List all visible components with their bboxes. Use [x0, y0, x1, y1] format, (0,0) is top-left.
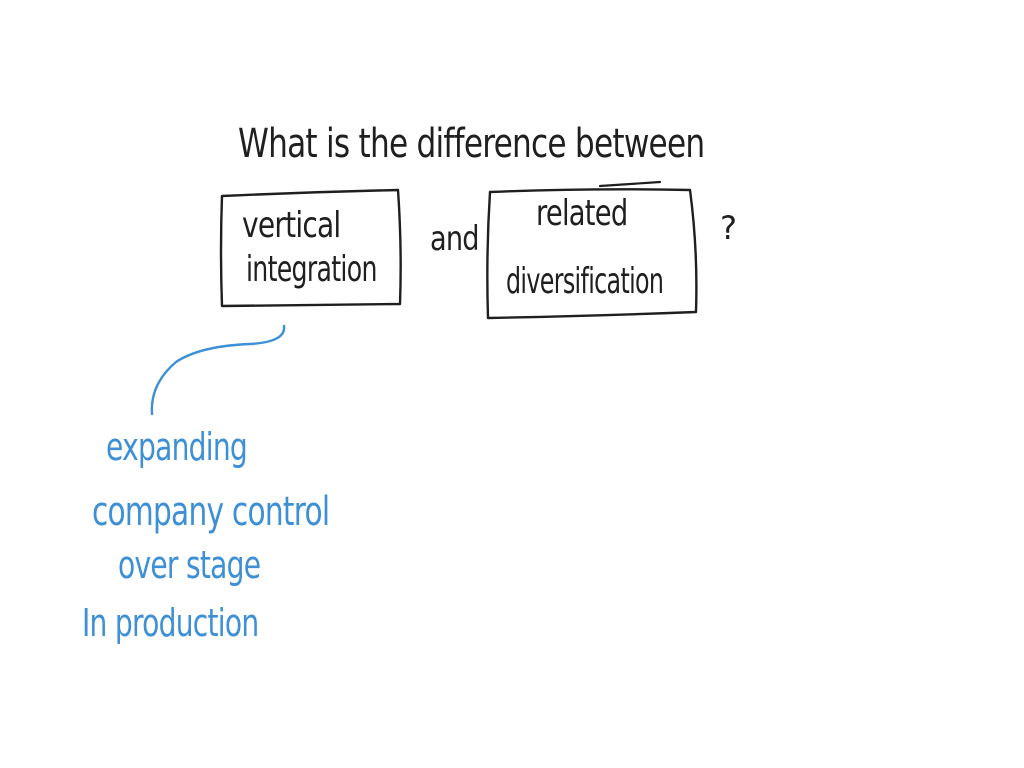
annotation-line-4: In production [82, 601, 259, 645]
question-heading: What is the difference between [238, 121, 705, 167]
connector-word: and [430, 219, 480, 259]
annotation-line-2: company control [92, 489, 330, 535]
annotation-line-3: over stage [118, 543, 261, 587]
term-right-line2: diversification [506, 261, 664, 302]
question-mark: ? [720, 209, 737, 247]
box-related-diversification [486, 188, 698, 320]
box-overshoot-stroke [598, 180, 662, 188]
box-vertical-integration [219, 188, 402, 308]
term-left-line2: integration [246, 249, 377, 290]
term-right-line1: related [536, 193, 628, 234]
annotation-connector-line [150, 324, 286, 416]
annotation-line-1: expanding [106, 425, 248, 469]
term-left-line1: vertical [242, 205, 341, 246]
